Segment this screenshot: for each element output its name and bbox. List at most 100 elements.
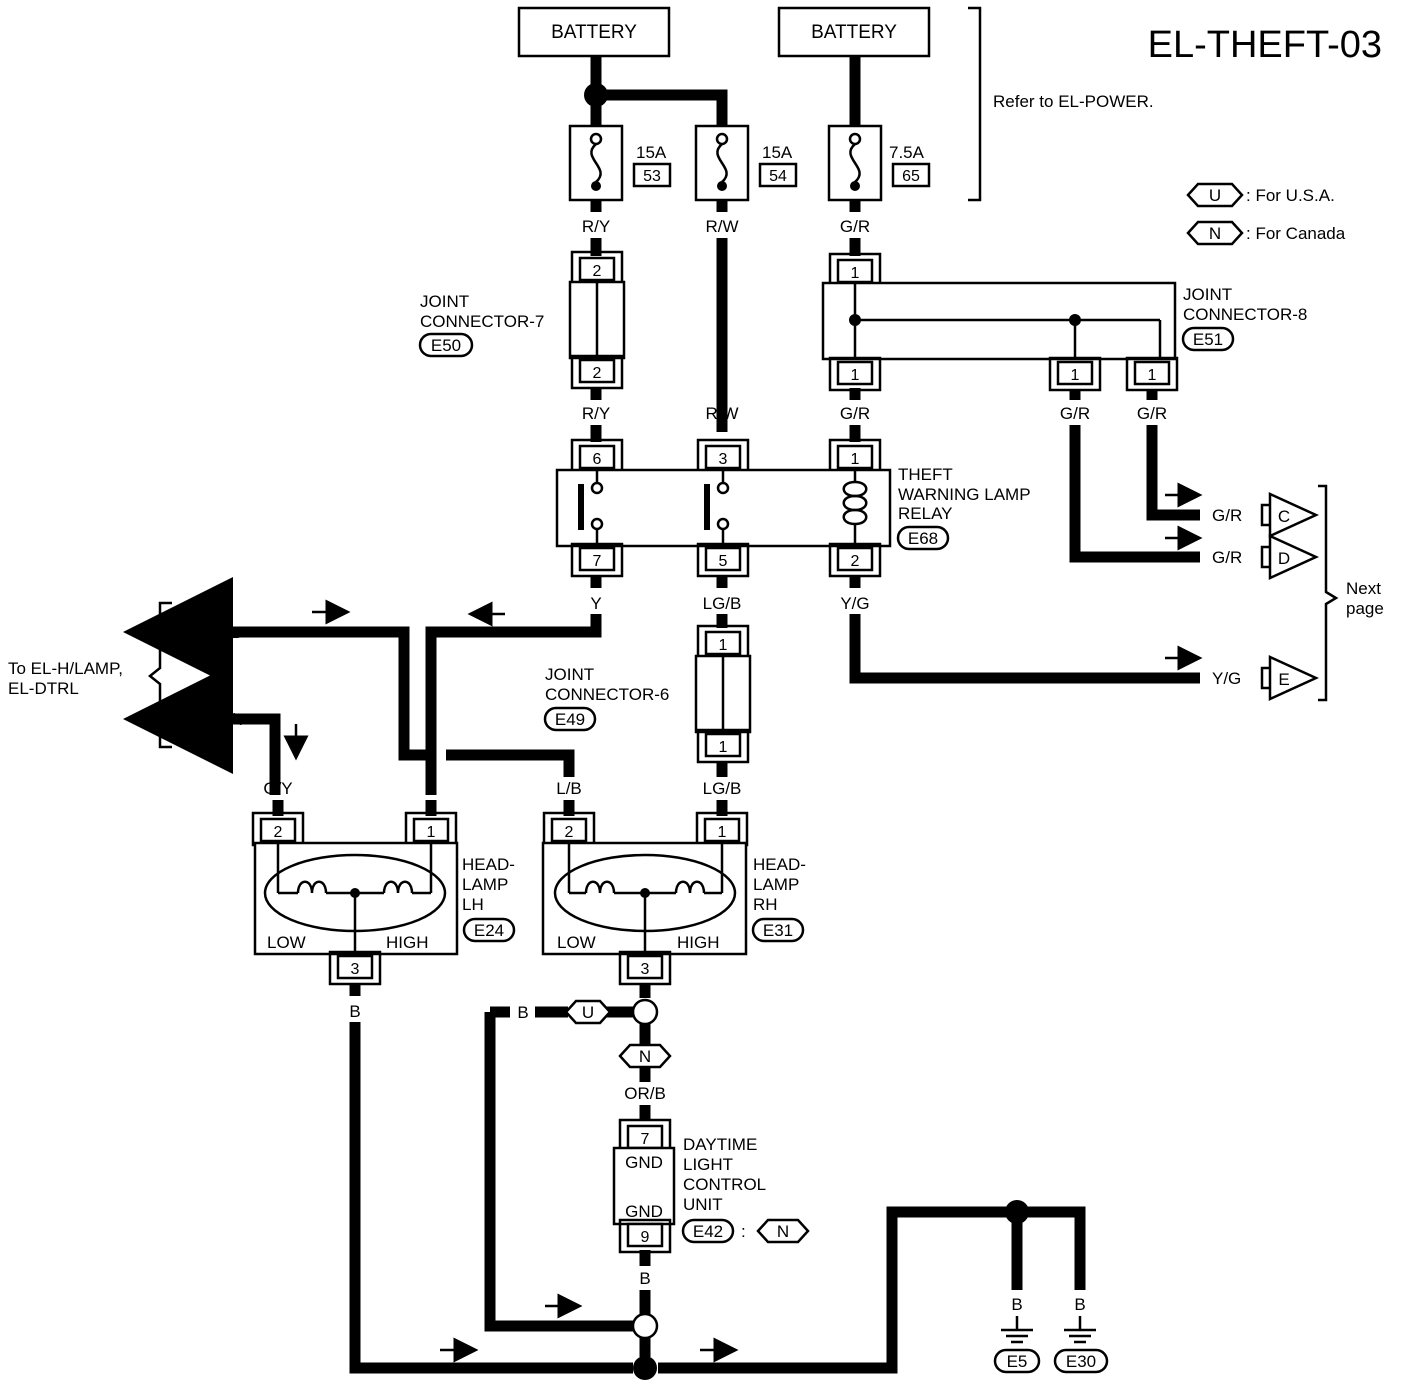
- svg-text:D: D: [1278, 549, 1290, 568]
- wire-label: Y: [590, 594, 601, 613]
- fuse-out-wires: [590, 200, 861, 212]
- wire-label: B: [349, 1002, 360, 1021]
- svg-text:HEAD-: HEAD-: [753, 855, 806, 874]
- headlamp-input-wires: [272, 800, 728, 816]
- wire-label: B: [1011, 1295, 1022, 1314]
- svg-text:1: 1: [719, 739, 728, 756]
- svg-text:BATTERY: BATTERY: [551, 22, 637, 43]
- wire-label: LG/B: [703, 594, 742, 613]
- wire-label: G/R: [1060, 404, 1090, 423]
- svg-text:7: 7: [641, 1131, 650, 1148]
- svg-text:2: 2: [593, 365, 602, 382]
- wire-label: R/W: [705, 404, 738, 423]
- connector-d: D: [1260, 534, 1320, 580]
- svg-text:LIGHT: LIGHT: [683, 1155, 733, 1174]
- wire-label: B: [639, 1269, 650, 1288]
- wire-label: LG/B: [703, 779, 742, 798]
- battery-2: BATTERY: [777, 6, 931, 58]
- next-page-label: Next: [1346, 579, 1381, 598]
- wire-label: R/Y: [582, 404, 610, 423]
- svg-text:CONNECTOR-8: CONNECTOR-8: [1183, 305, 1307, 324]
- wire-label: B: [517, 1003, 528, 1022]
- svg-text:U: U: [582, 1003, 594, 1022]
- svg-text:7: 7: [593, 553, 602, 570]
- svg-text:HIGH: HIGH: [386, 933, 429, 952]
- svg-text:2: 2: [851, 553, 860, 570]
- svg-text:N: N: [639, 1047, 651, 1066]
- canada-marker: N: [618, 1043, 672, 1069]
- svg-text:RELAY: RELAY: [898, 504, 953, 523]
- svg-text:JOINT: JOINT: [1183, 285, 1232, 304]
- svg-text:1: 1: [718, 824, 727, 841]
- svg-text:E30: E30: [1066, 1352, 1096, 1371]
- connector-c: C: [1260, 492, 1320, 538]
- headlamp-rh: 2 1 LOW HIGH 3 HEAD- LAMP RH E31: [541, 811, 806, 986]
- page-title: EL-THEFT-03: [1148, 24, 1382, 66]
- svg-text:15A: 15A: [636, 143, 667, 162]
- wire-label: G/R: [1212, 506, 1242, 525]
- svg-text:N: N: [1209, 224, 1221, 243]
- next-page-label: page: [1346, 599, 1384, 618]
- wire-label: Y/G: [840, 594, 869, 613]
- svg-text:U: U: [1209, 186, 1221, 205]
- svg-text:54: 54: [769, 168, 787, 185]
- refer-note: Refer to EL-POWER.: [993, 92, 1154, 111]
- wire-label: L/B: [217, 623, 243, 642]
- wire-label: G/Y: [217, 710, 246, 729]
- svg-text:LH: LH: [462, 895, 484, 914]
- svg-text:1: 1: [851, 367, 860, 384]
- svg-text:2: 2: [274, 824, 283, 841]
- svg-text:1: 1: [719, 637, 728, 654]
- connector-e: E: [1260, 655, 1320, 701]
- wire-label: OR/B: [624, 1084, 666, 1103]
- svg-text:5: 5: [719, 553, 728, 570]
- svg-text:2: 2: [565, 824, 574, 841]
- svg-text:65: 65: [902, 168, 920, 185]
- joint-connector-7: 2 2 JOINT CONNECTOR-7 E50: [418, 250, 626, 390]
- svg-text:E49: E49: [555, 710, 585, 729]
- wire-label: Y/G: [1212, 669, 1241, 688]
- svg-text:15A: 15A: [762, 143, 793, 162]
- to-lamp-label: To EL-H/LAMP,: [8, 659, 123, 678]
- wire-label: B: [1074, 1295, 1085, 1314]
- wire-label: G/Y: [263, 779, 292, 798]
- to-lamp-label: EL-DTRL: [8, 679, 79, 698]
- legend-usa: U : For U.S.A.: [1186, 182, 1335, 208]
- svg-text:UNIT: UNIT: [683, 1195, 723, 1214]
- wire-label: G/R: [840, 217, 870, 236]
- svg-text:LAMP: LAMP: [753, 875, 799, 894]
- usa-marker: U: [564, 999, 612, 1025]
- svg-text:CONNECTOR-6: CONNECTOR-6: [545, 685, 669, 704]
- svg-text:7.5A: 7.5A: [889, 143, 925, 162]
- wires-below-relay: [425, 576, 1203, 795]
- svg-text:E51: E51: [1193, 330, 1223, 349]
- wire-label: G/R: [840, 404, 870, 423]
- next-page-bracket: [1318, 484, 1339, 702]
- svg-text:1: 1: [851, 265, 860, 282]
- svg-text:C: C: [1278, 507, 1290, 526]
- ground-wiring: [349, 984, 1086, 1380]
- arrow-left-icon: [178, 619, 200, 645]
- svg-text:6: 6: [593, 451, 602, 468]
- svg-text::: :: [741, 1222, 746, 1241]
- wires-to-next-page: [1069, 425, 1203, 563]
- legend-canada: N : For Canada: [1186, 220, 1346, 246]
- svg-text:E5: E5: [1007, 1352, 1028, 1371]
- svg-text:: For U.S.A.: : For U.S.A.: [1246, 186, 1335, 205]
- svg-text:HEAD-: HEAD-: [462, 855, 515, 874]
- wire-label: R/W: [705, 217, 738, 236]
- headlamp-lh: 2 1 LOW HIGH 3 HEAD- LAMP LH E24: [251, 811, 516, 986]
- svg-text:LOW: LOW: [557, 933, 596, 952]
- ground-e5: E5: [993, 1316, 1041, 1374]
- power-wiring: [584, 56, 861, 128]
- svg-text:DAYTIME: DAYTIME: [683, 1135, 757, 1154]
- fuse-53: 15A 53: [568, 124, 672, 202]
- svg-text:E: E: [1278, 670, 1289, 689]
- svg-text:LAMP: LAMP: [462, 875, 508, 894]
- svg-text:WARNING LAMP: WARNING LAMP: [898, 485, 1031, 504]
- svg-text:GND: GND: [625, 1202, 663, 1221]
- svg-text:53: 53: [643, 168, 661, 185]
- svg-text:E50: E50: [431, 336, 461, 355]
- svg-text:RH: RH: [753, 895, 778, 914]
